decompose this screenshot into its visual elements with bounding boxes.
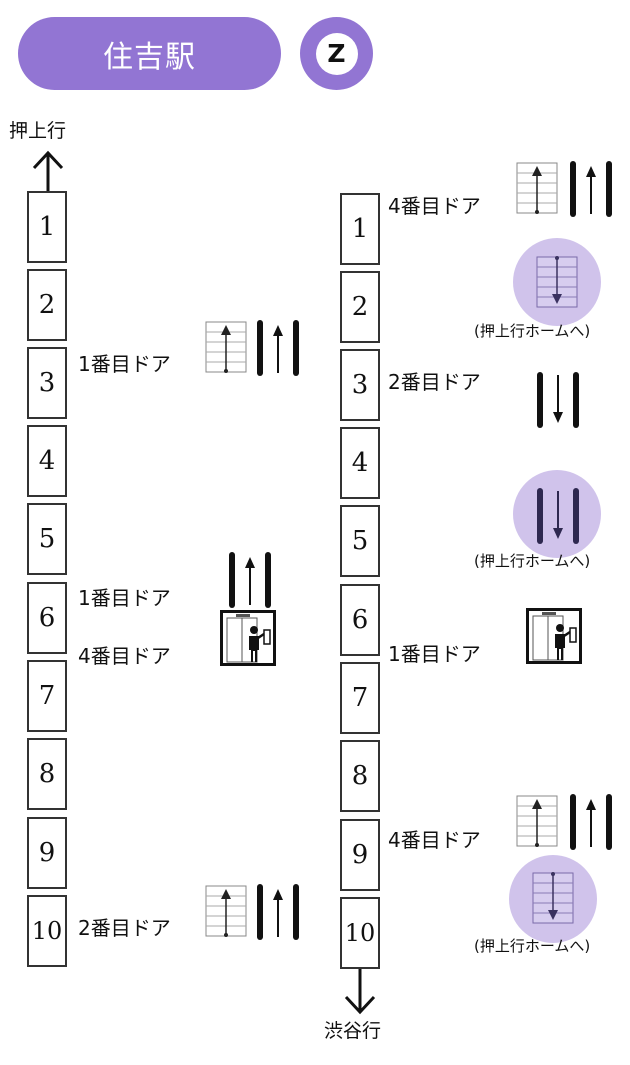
car-4: 4	[27, 425, 67, 497]
door-label: 1番目ドア	[78, 352, 171, 376]
escalator-up-icon	[205, 321, 247, 373]
escalator-down-icon	[532, 872, 574, 924]
car-1: 1	[340, 193, 380, 265]
car-9: 9	[27, 817, 67, 889]
direction-label-oshiage: 押上行	[9, 120, 67, 142]
car-7: 7	[340, 662, 380, 734]
station-name: 住吉駅	[18, 17, 281, 90]
transfer-note: (押上行ホームへ)	[474, 937, 591, 955]
car-6: 6	[27, 582, 67, 654]
car-5: 5	[27, 503, 67, 575]
transfer-note: (押上行ホームへ)	[474, 552, 591, 570]
transfer-note: (押上行ホームへ)	[474, 322, 591, 340]
stairs-up-icon	[229, 552, 271, 608]
car-4: 4	[340, 427, 380, 499]
line-letter: Z	[315, 32, 358, 75]
car-6: 6	[340, 584, 380, 656]
car-3: 3	[27, 347, 67, 419]
stairs-up-icon	[570, 794, 612, 850]
stairs-down-icon	[537, 488, 579, 544]
stairs-up-icon	[257, 320, 299, 376]
car-2: 2	[340, 271, 380, 343]
escalator-up-icon	[205, 885, 247, 937]
elevator-icon	[526, 608, 582, 664]
car-1: 1	[27, 191, 67, 263]
door-label: 4番目ドア	[78, 644, 171, 668]
car-8: 8	[340, 740, 380, 812]
door-label: 2番目ドア	[388, 370, 481, 394]
car-9: 9	[340, 819, 380, 891]
stairs-down-icon	[537, 372, 579, 428]
escalator-up-icon	[516, 795, 558, 847]
car-7: 7	[27, 660, 67, 732]
car-10: 10	[27, 895, 67, 967]
car-2: 2	[27, 269, 67, 341]
stairs-up-icon	[257, 884, 299, 940]
door-label: 1番目ドア	[388, 642, 481, 666]
car-8: 8	[27, 738, 67, 810]
escalator-up-icon	[516, 162, 558, 214]
door-label: 2番目ドア	[78, 916, 171, 940]
door-label: 1番目ドア	[78, 586, 171, 610]
car-10: 10	[340, 897, 380, 969]
door-label: 4番目ドア	[388, 828, 481, 852]
stairs-up-icon	[570, 161, 612, 217]
elevator-icon	[220, 610, 276, 666]
door-label: 4番目ドア	[388, 194, 481, 218]
line-badge: Z	[300, 17, 373, 90]
escalator-down-icon	[536, 256, 578, 308]
direction-label-shibuya: 渋谷行	[324, 1020, 382, 1042]
car-3: 3	[340, 349, 380, 421]
car-5: 5	[340, 505, 380, 577]
